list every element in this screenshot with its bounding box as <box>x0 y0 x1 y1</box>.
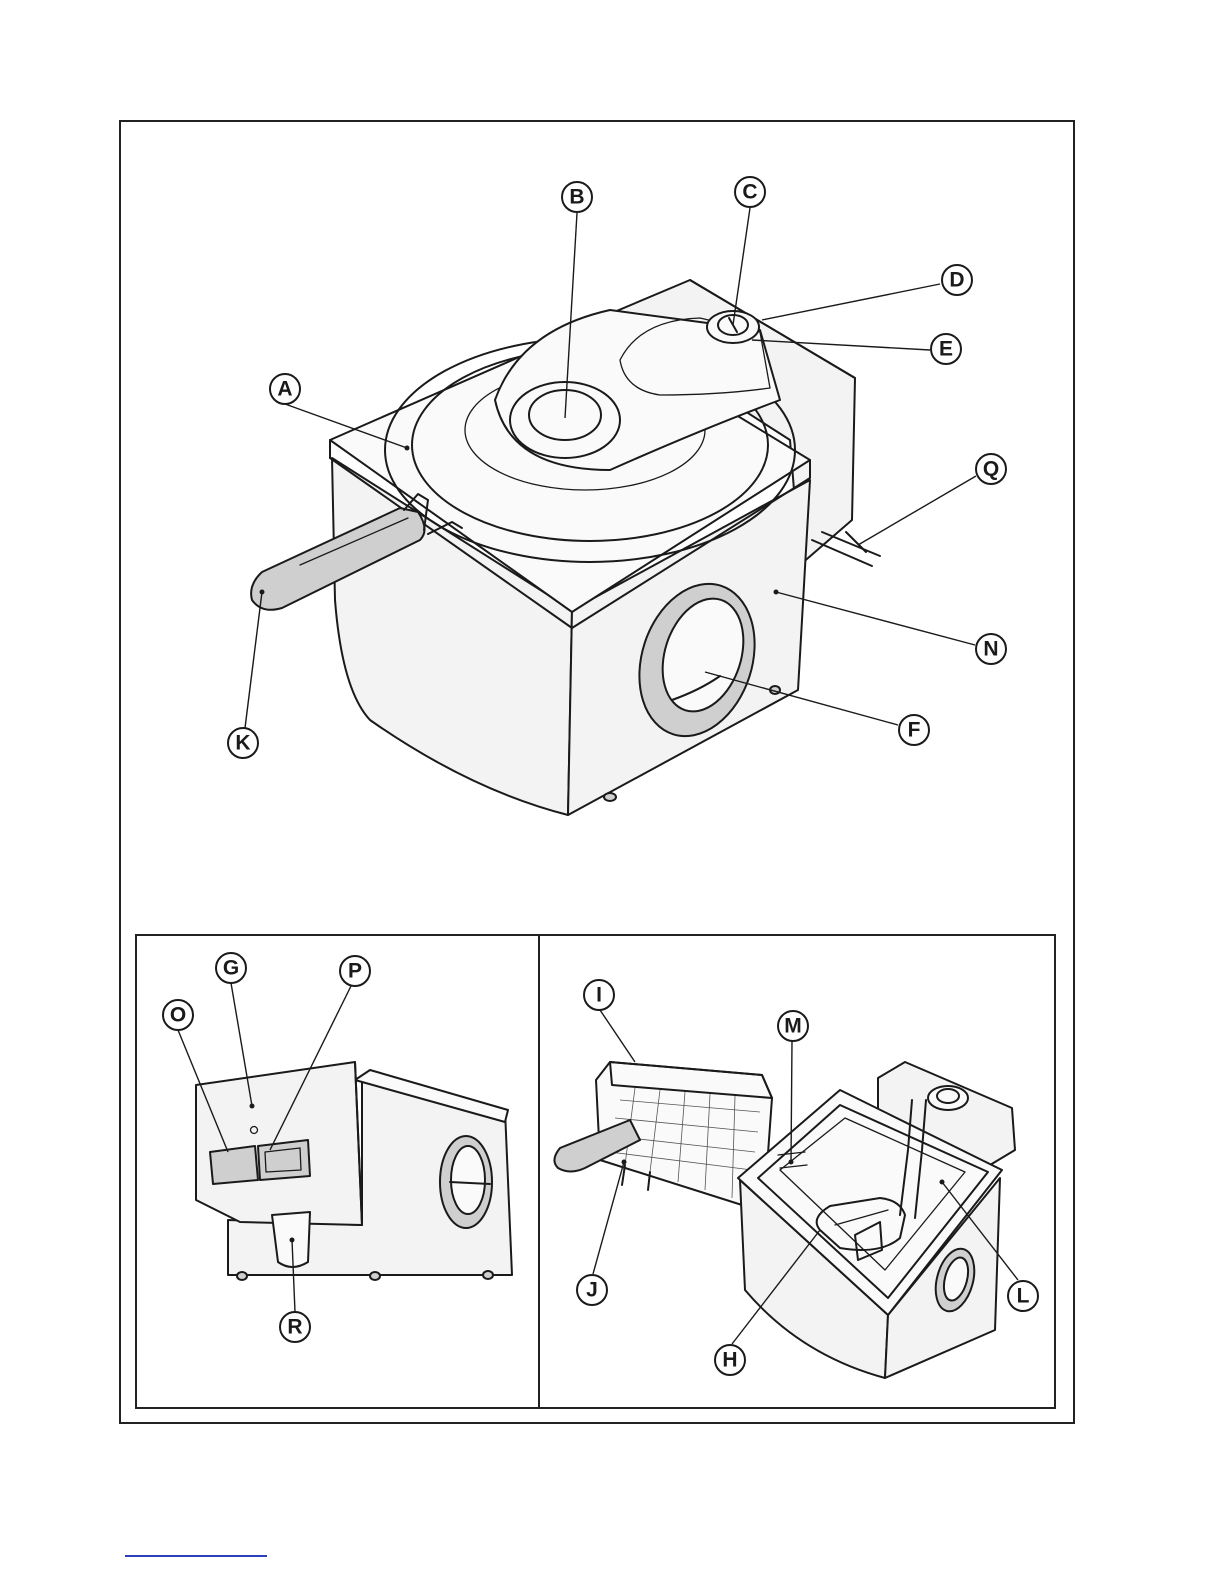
rear-view-drawing <box>196 1062 512 1280</box>
open-view-drawing <box>554 1062 1015 1378</box>
callout-d: D <box>942 265 972 295</box>
footer-link-underline[interactable] <box>125 1555 267 1557</box>
callout-label-d: D <box>949 269 964 292</box>
callout-b: B <box>562 182 592 212</box>
callout-label-c: C <box>742 181 757 204</box>
callout-label-i: I <box>596 984 602 1007</box>
callout-label-a: A <box>277 378 292 401</box>
callout-label-r: R <box>287 1316 302 1339</box>
callout-n: N <box>976 634 1006 664</box>
callout-f: F <box>899 715 929 745</box>
callout-o: O <box>163 1000 193 1030</box>
callout-label-p: P <box>348 960 362 983</box>
callout-label-l: L <box>1017 1285 1030 1308</box>
callout-i: I <box>584 980 614 1010</box>
callout-label-e: E <box>939 338 953 361</box>
callout-label-m: M <box>784 1015 802 1038</box>
callout-label-q: Q <box>983 458 999 481</box>
callout-m: M <box>778 1011 808 1041</box>
main-fryer-drawing <box>251 280 880 815</box>
callout-q: Q <box>976 454 1006 484</box>
callout-p: P <box>340 956 370 986</box>
callout-label-b: B <box>569 186 584 209</box>
callout-c: C <box>735 177 765 207</box>
callout-r: R <box>280 1312 310 1342</box>
callout-label-k: K <box>235 732 250 755</box>
callout-label-f: F <box>908 719 921 742</box>
callout-k: K <box>228 728 258 758</box>
callout-l: L <box>1008 1281 1038 1311</box>
callout-h: H <box>715 1345 745 1375</box>
callout-a: A <box>270 374 300 404</box>
callout-label-g: G <box>223 957 239 980</box>
callout-e: E <box>931 334 961 364</box>
callout-label-o: O <box>170 1004 186 1027</box>
callout-label-n: N <box>983 638 998 661</box>
callout-label-j: J <box>586 1279 598 1302</box>
callout-j: J <box>577 1275 607 1305</box>
callout-label-h: H <box>722 1349 737 1372</box>
callout-g: G <box>216 953 246 983</box>
